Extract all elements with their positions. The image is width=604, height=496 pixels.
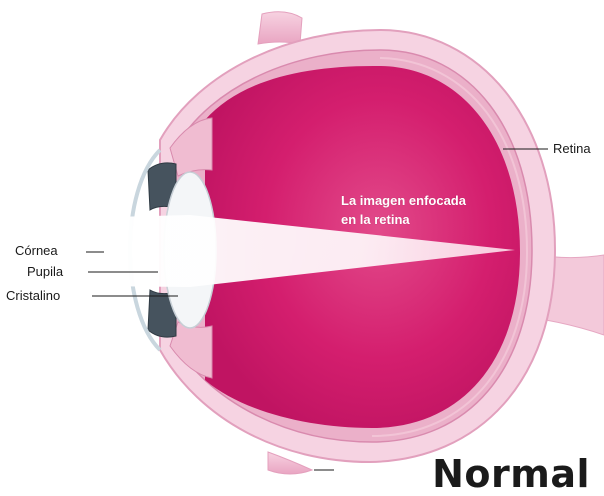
diagram-title: Normal: [432, 452, 590, 496]
label-pupila: Pupila: [27, 264, 63, 280]
focus-caption-line2: en la retina: [341, 210, 466, 229]
focus-caption-line1: La imagen enfocada: [341, 191, 466, 210]
label-cristalino: Cristalino: [6, 288, 60, 304]
focus-caption: La imagen enfocada en la retina: [341, 191, 466, 229]
label-retina: Retina: [553, 141, 591, 157]
label-cornea: Córnea: [15, 243, 58, 259]
